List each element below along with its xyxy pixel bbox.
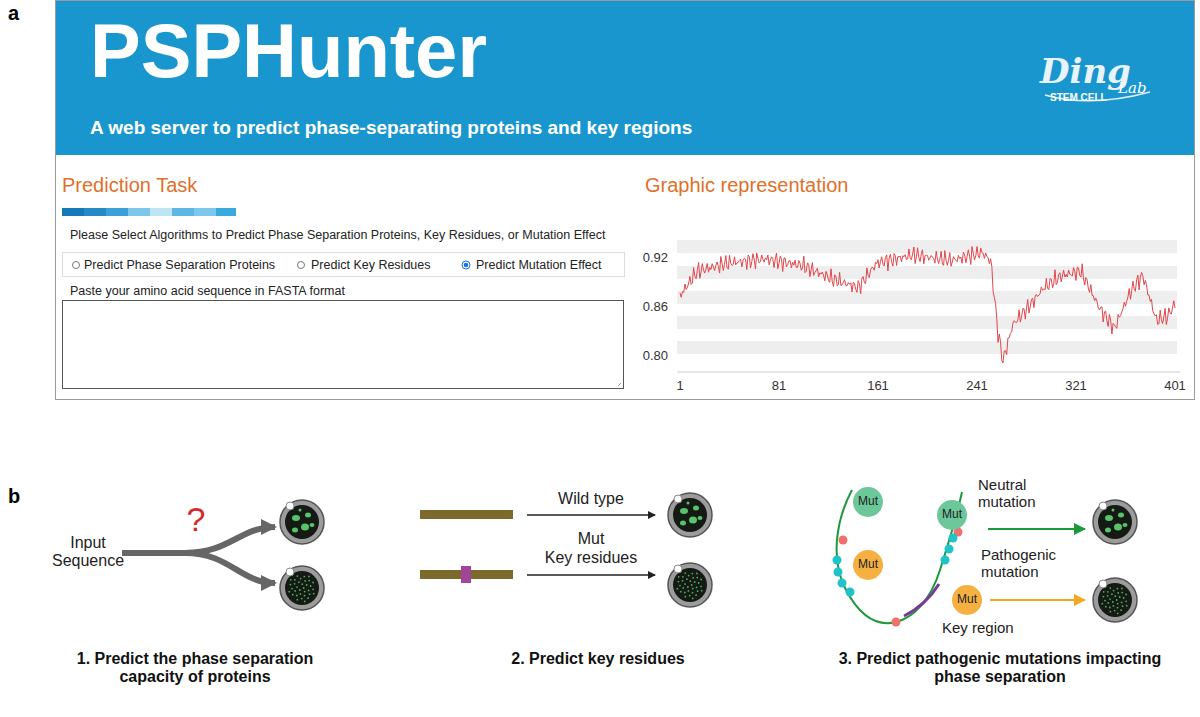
step-caption: 1. Predict the phase separation capacity… bbox=[45, 650, 345, 687]
axis-tick: 1 bbox=[676, 379, 683, 394]
axis-tick: 81 bbox=[772, 379, 786, 394]
radio-option: Predict Key Residues bbox=[311, 258, 431, 272]
arrow-label: Key residues bbox=[545, 549, 638, 567]
outcome-label: Pathogenic mutation bbox=[981, 546, 1071, 581]
axis-tick: 161 bbox=[867, 379, 889, 394]
region-label: Key region bbox=[942, 619, 1014, 636]
app-title: PSPHunter bbox=[90, 7, 487, 94]
mutation-label: Mut bbox=[957, 593, 977, 607]
logo-text: Lab bbox=[1118, 80, 1147, 97]
logo-text: STEM CELL bbox=[1050, 92, 1107, 104]
axis-tick: 0.92 bbox=[643, 251, 668, 266]
input-prompt: Paste your amino acid sequence in FASTA … bbox=[70, 284, 345, 298]
axis-tick: 0.86 bbox=[643, 300, 668, 315]
radio-option: Predict Mutation Effect bbox=[476, 258, 602, 272]
mutation-circle: Mut bbox=[952, 585, 982, 615]
app-subtitle: A web server to predict phase-separating… bbox=[90, 117, 692, 139]
mutation-label: Mut bbox=[858, 495, 878, 509]
title-banner: PSPHunter A web server to predict phase-s… bbox=[56, 1, 1194, 155]
axis-tick: 401 bbox=[1164, 379, 1186, 394]
panel-letter: b bbox=[8, 485, 20, 508]
arrow-label: Wild type bbox=[558, 490, 624, 508]
input-label: Input Sequence bbox=[48, 534, 128, 571]
logo-text: Ding bbox=[1040, 52, 1131, 91]
axis-tick: 321 bbox=[1065, 379, 1087, 394]
question-mark: ? bbox=[187, 500, 206, 539]
mutation-circle: Mut bbox=[853, 487, 883, 517]
axis-tick: 0.80 bbox=[643, 349, 668, 364]
instruction-text: Please Select Algorithms to Predict Phas… bbox=[70, 228, 605, 242]
mutation-circle: Mut bbox=[937, 500, 967, 530]
outcome-label: Neutral mutation bbox=[978, 476, 1058, 511]
arrow-label: Mut bbox=[578, 530, 605, 548]
axis-tick: 241 bbox=[966, 379, 988, 394]
step-caption: 3. Predict pathogenic mutations impactin… bbox=[830, 650, 1170, 687]
mutation-label: Mut bbox=[942, 508, 962, 522]
mutation-circle: Mut bbox=[853, 550, 883, 580]
section-heading: Prediction Task bbox=[62, 174, 197, 197]
mutation-label: Mut bbox=[858, 558, 878, 572]
radio-option: Predict Phase Separation Proteins bbox=[84, 258, 275, 272]
step-caption: 2. Predict key residues bbox=[511, 650, 684, 668]
panel-letter: a bbox=[8, 2, 19, 25]
section-heading: Graphic representation bbox=[645, 174, 848, 197]
